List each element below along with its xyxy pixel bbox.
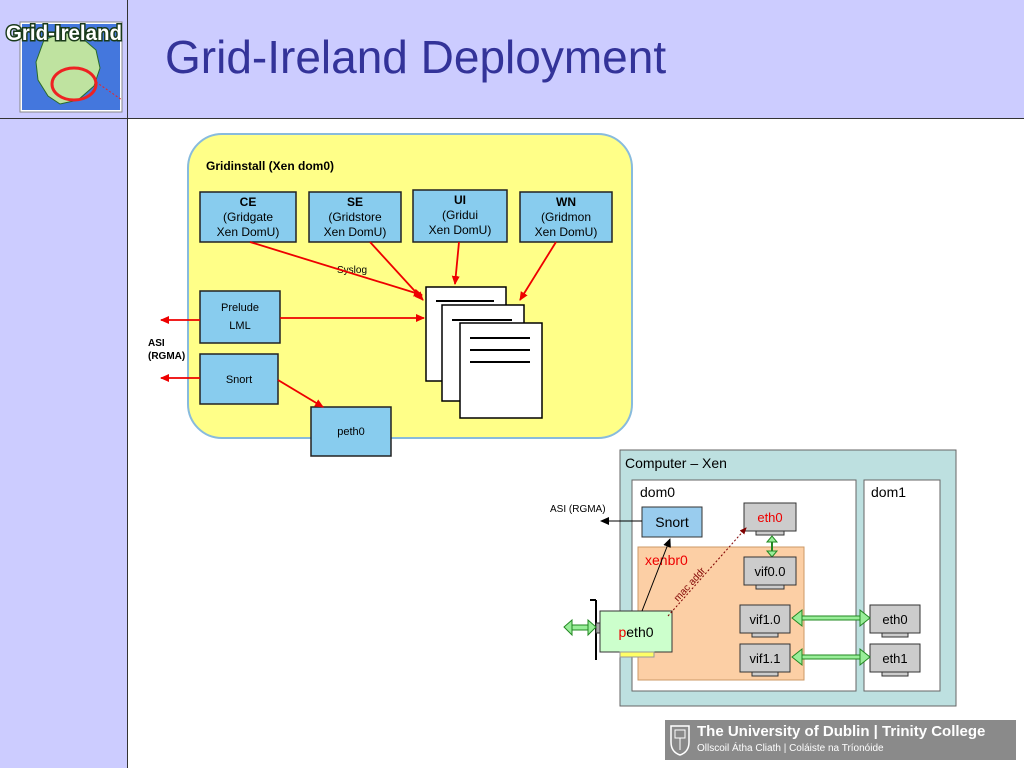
dom0-label: dom0 <box>640 484 675 500</box>
dom1-label: dom1 <box>871 484 906 500</box>
prelude-line1: Prelude <box>221 302 259 314</box>
se-line2: Xen DomU) <box>324 225 387 239</box>
se-box: SE (Gridstore Xen DomU) <box>308 191 402 243</box>
vif10-nic: vif1.0 <box>739 604 791 638</box>
syslog-label: Syslog <box>337 265 367 276</box>
crest-icon <box>670 725 690 756</box>
dom1-eth0-label: eth0 <box>882 612 907 627</box>
vif00-label: vif0.0 <box>754 564 785 579</box>
dom1-eth0-nic: eth0 <box>869 604 921 638</box>
computer-xen-diagram: Computer – Xen dom0 dom1 xenbr0 Snort AS… <box>550 449 957 707</box>
asi-label-top-2: (RGMA) <box>148 351 185 362</box>
ui-box: UI (Gridui Xen DomU) <box>412 189 508 243</box>
ui-line1: (Gridui <box>442 208 478 222</box>
link-vif10-eth0 <box>791 608 871 628</box>
arrow-peth0-snort <box>641 538 671 612</box>
xenbr0-label: xenbr0 <box>645 552 688 568</box>
arrow-ce-logs <box>249 241 423 297</box>
footer-line1: The University of Dublin | Trinity Colle… <box>697 723 986 740</box>
external-link-arrow <box>563 618 597 637</box>
ce-box: CE (Gridgate Xen DomU) <box>199 191 297 243</box>
asi-label-bottom: ASI (RGMA) <box>550 504 606 515</box>
horizontal-divider <box>0 118 1024 119</box>
peth0-box-top: peth0 <box>310 406 392 457</box>
footer-line2: Ollscoil Átha Cliath | Coláiste na Tríon… <box>697 743 884 754</box>
gridinstall-label: Gridinstall (Xen dom0) <box>206 159 334 173</box>
link-eth0-vif00-head-down <box>765 550 779 558</box>
peth0-label-top: peth0 <box>337 426 365 438</box>
vif11-label: vif1.1 <box>749 651 780 666</box>
wn-title: WN <box>556 195 576 209</box>
arrow-wn-logs <box>519 241 557 301</box>
arrow-ui-logs <box>451 241 460 285</box>
snort-box-top: Snort <box>199 353 279 405</box>
dom0-eth0-label: eth0 <box>757 510 782 525</box>
dom1-eth1-label: eth1 <box>882 651 907 666</box>
peth0-box-bottom <box>599 610 673 653</box>
link-eth0-vif00-head-up <box>765 535 779 543</box>
gridinstall-diagram: Gridinstall (Xen dom0) CE (Gridgate Xen … <box>148 133 633 457</box>
grid-ireland-logo: Grid-Ireland <box>4 10 124 114</box>
arrow-snort-peth0 <box>277 379 324 408</box>
computer-xen-label: Computer – Xen <box>625 455 727 471</box>
header-band <box>0 0 1024 118</box>
snort-box-bottom <box>641 506 703 538</box>
ce-title: CE <box>240 195 257 209</box>
peth0-connector <box>619 651 655 658</box>
page-title: Grid-Ireland Deployment <box>165 31 667 83</box>
mac-addr-link <box>667 527 747 617</box>
se-title: SE <box>347 195 363 209</box>
vif00-nic: vif0.0 <box>743 556 797 590</box>
prelude-line2: LML <box>229 320 250 332</box>
logo-text: Grid-Ireland <box>6 22 122 45</box>
vif10-label: vif1.0 <box>749 612 780 627</box>
link-vif11-eth1 <box>791 647 871 667</box>
snort-label-top: Snort <box>226 374 252 386</box>
se-line1: (Gridstore <box>328 210 382 224</box>
dom0-eth0-nic: eth0 <box>743 502 797 536</box>
wn-line1: (Gridmon <box>541 210 591 224</box>
prelude-box: Prelude LML <box>199 290 281 344</box>
left-band <box>0 118 128 768</box>
ui-line2: Xen DomU) <box>429 223 492 237</box>
asi-label-top-1: ASI <box>148 338 165 349</box>
ui-title: UI <box>454 193 466 207</box>
dom1-eth1-nic: eth1 <box>869 643 921 677</box>
trinity-college-logo: The University of Dublin | Trinity Colle… <box>665 720 1016 760</box>
snort-label-bottom: Snort <box>655 514 689 530</box>
peth0-label-bottom: peth0 <box>618 624 653 640</box>
ce-line2: Xen DomU) <box>217 225 280 239</box>
log-documents-icon <box>425 286 543 419</box>
wn-line2: Xen DomU) <box>535 225 598 239</box>
vif11-nic: vif1.1 <box>739 643 791 677</box>
arrow-se-logs <box>369 241 424 301</box>
vertical-divider <box>127 0 128 768</box>
wn-box: WN (Gridmon Xen DomU) <box>519 191 613 243</box>
ce-line1: (Gridgate <box>223 210 273 224</box>
